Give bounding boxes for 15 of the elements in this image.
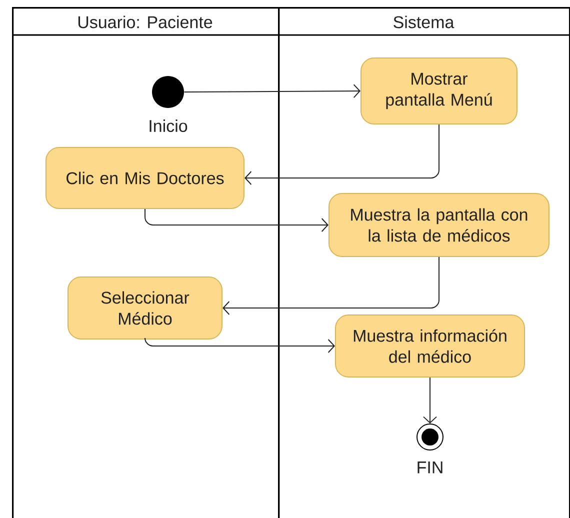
activity-box: Mostrar pantalla Menú — [360, 58, 518, 124]
activity-box: Muestra la pantalla con la lista de médicos — [328, 193, 550, 257]
arrow — [184, 84, 360, 98]
node-caption: FIN — [418, 462, 442, 474]
arrow — [144, 338, 335, 353]
end-bullseye — [416, 424, 444, 450]
start-dot — [152, 76, 184, 108]
activity-box: Seleccionar Médico — [68, 276, 222, 340]
arrow — [423, 377, 437, 424]
arrow — [222, 256, 440, 315]
node-caption: Inicio — [150, 120, 188, 132]
arrow — [244, 124, 440, 185]
activity-box: Muestra información del médico — [335, 314, 525, 378]
activity-box: Clic en Mis Doctores — [46, 147, 244, 209]
arrow — [144, 208, 328, 232]
